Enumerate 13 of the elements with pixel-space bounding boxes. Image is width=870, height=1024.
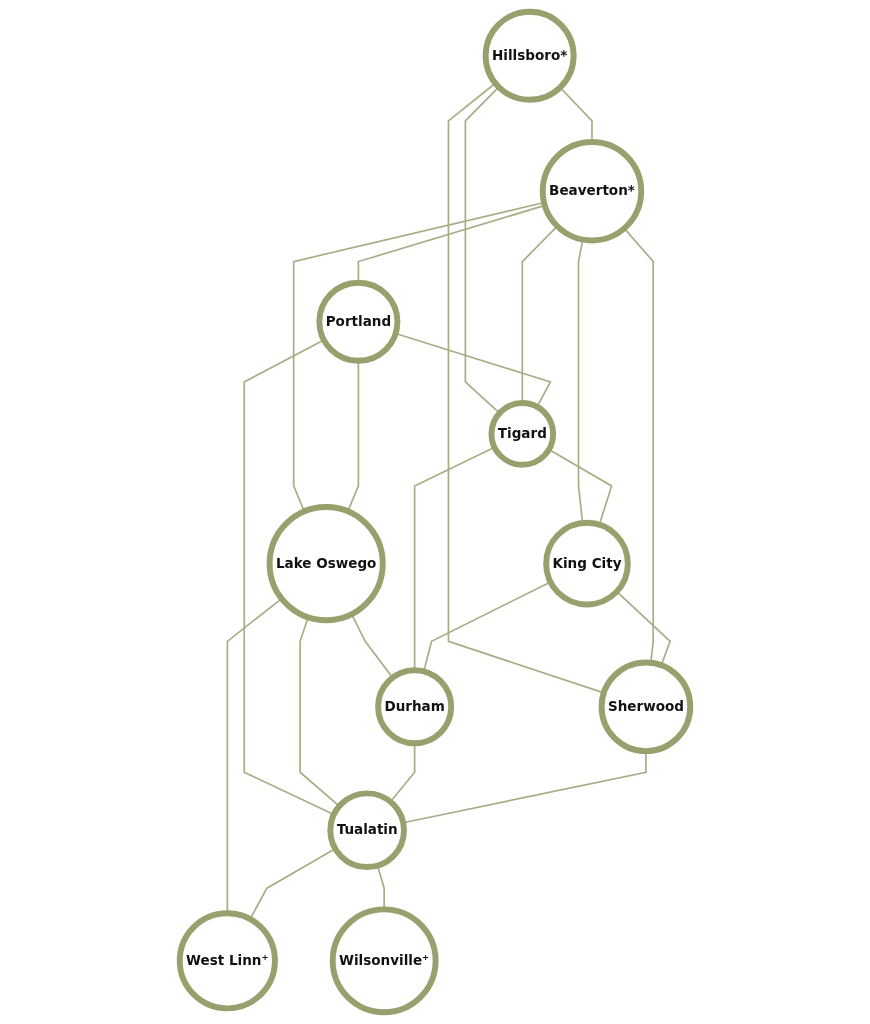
node-circle: Sherwood <box>598 659 694 755</box>
node-circle: Durham <box>375 667 455 747</box>
node-circle: Tualatin <box>327 790 407 871</box>
node-circle: King City <box>543 519 631 608</box>
node-circle: Lake Oswego <box>266 504 386 624</box>
node-circle: Beaverton* <box>539 139 645 244</box>
connector <box>243 339 335 816</box>
node-circle: Tigard <box>488 400 557 468</box>
node-circle: West Linn⁺ <box>176 910 278 1012</box>
connector <box>464 86 501 414</box>
node-circle: Portland <box>316 279 401 364</box>
node-circle: Wilsonville⁺ <box>329 906 439 1016</box>
node-circle: Hillsboro* <box>482 8 577 103</box>
